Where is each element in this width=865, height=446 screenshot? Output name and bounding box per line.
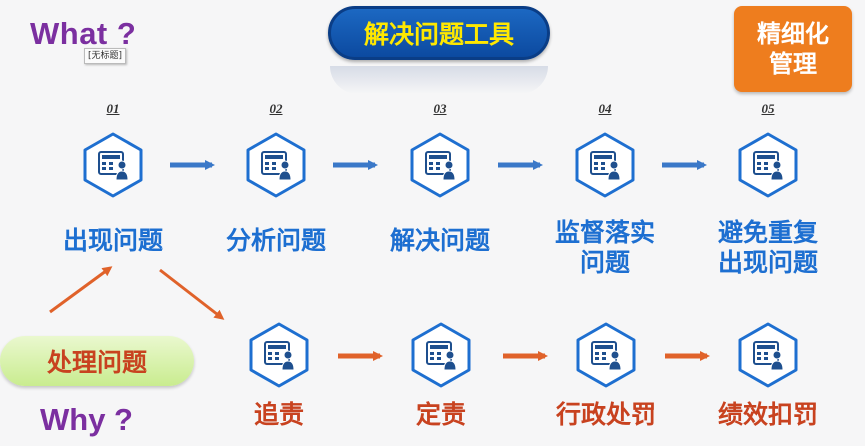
calculator-person-icon (738, 322, 798, 388)
title-banner: 解决问题工具 (328, 6, 550, 60)
corner-line-2: 管理 (769, 50, 817, 78)
calculator-person-icon (249, 322, 309, 388)
title-reflection (330, 66, 548, 94)
what-heading: What ? (30, 16, 137, 51)
corner-line-1: 精细化 (757, 20, 829, 48)
step-number: 01 (106, 101, 120, 116)
calculator-person-icon (576, 322, 636, 388)
refined-management-box: 精细化 管理 (734, 6, 852, 92)
step-number: 02 (269, 101, 283, 116)
step-label: 解决问题 (389, 226, 490, 255)
step-label: 避免重复出现问题 (717, 218, 818, 277)
step-number: 04 (598, 101, 612, 116)
step-label: 监督落实问题 (554, 218, 655, 277)
penalty-label: 追责 (253, 400, 304, 429)
why-heading: Why ? (40, 402, 133, 437)
handle-problem-pill: 处理问题 (0, 336, 194, 386)
step-number: 05 (761, 101, 775, 116)
diagonal-arrow-up (49, 266, 113, 314)
penalty-label: 绩效扣罚 (717, 400, 818, 429)
calculator-person-icon (411, 322, 471, 388)
step-label: 出现问题 (62, 226, 163, 255)
penalty-label: 定责 (415, 400, 466, 429)
penalty-label: 行政处罚 (555, 400, 656, 429)
step-number: 03 (433, 101, 447, 116)
untitled-tooltip: [无标题] (84, 48, 127, 64)
step-label: 分析问题 (225, 226, 326, 255)
diagonal-arrow-down (159, 268, 225, 320)
